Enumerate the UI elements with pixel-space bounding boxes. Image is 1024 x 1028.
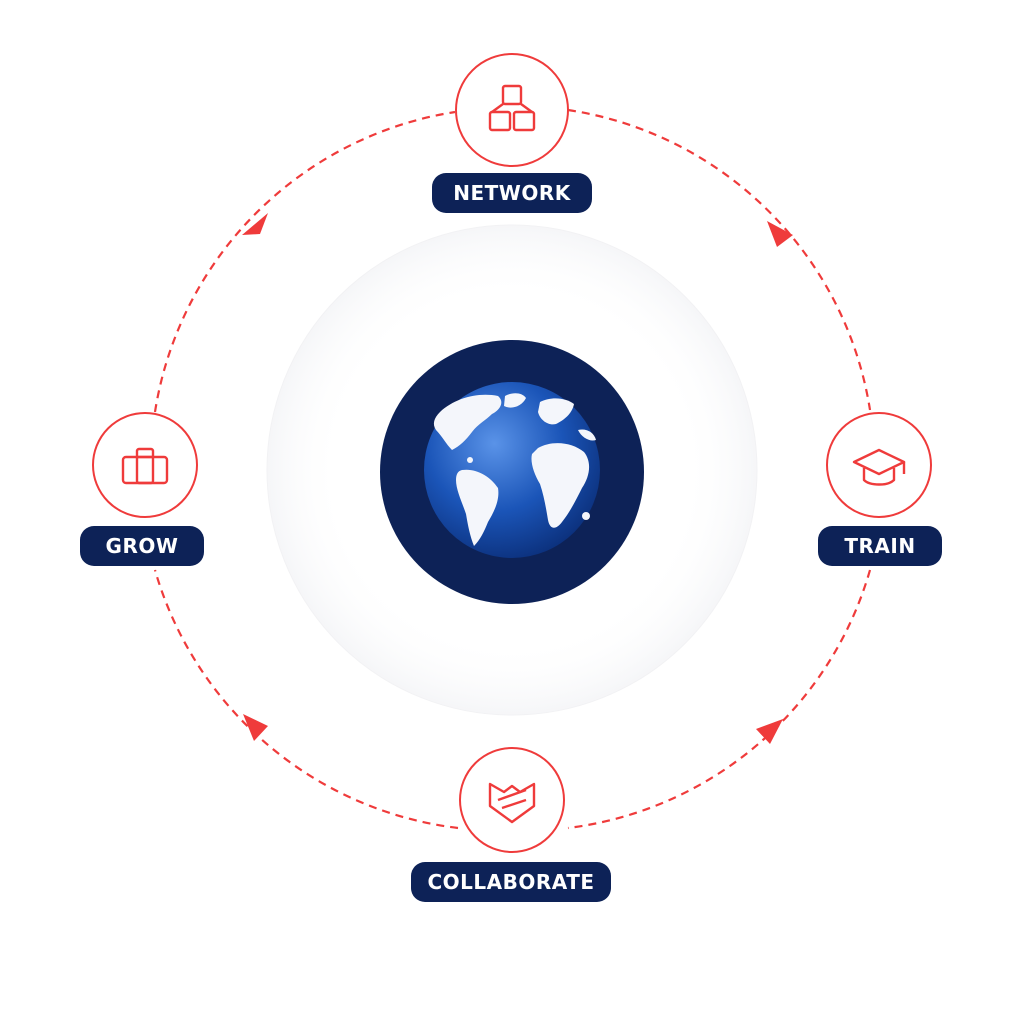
label-collaborate: COLLABORATE	[411, 862, 611, 902]
label-train: TRAIN	[818, 526, 942, 566]
arc-collaborate-to-grow	[153, 569, 459, 830]
arrowheads	[242, 213, 793, 744]
graduation-cap-icon	[852, 448, 906, 486]
label-grow: GROW	[80, 526, 204, 566]
cycle-path	[153, 108, 872, 830]
node-grow-ring	[92, 412, 198, 518]
handshake-icon	[488, 782, 536, 824]
globe-icon	[380, 340, 644, 604]
label-network: NETWORK	[432, 173, 592, 213]
arrow-up-left	[243, 714, 268, 741]
node-train-ring	[826, 412, 932, 518]
arrow-up-right	[242, 213, 268, 235]
arc-network-to-train	[567, 108, 872, 411]
arc-grow-to-network	[153, 110, 456, 413]
building-blocks-icon	[488, 84, 536, 132]
briefcase-icon	[121, 447, 169, 485]
node-grow	[92, 412, 198, 518]
node-network-ring	[455, 53, 569, 167]
arrow-down-left	[756, 719, 783, 744]
node-network	[455, 53, 569, 167]
arc-train-to-collaborate	[567, 569, 872, 830]
node-collaborate	[459, 747, 565, 853]
node-train	[826, 412, 932, 518]
node-collaborate-ring	[459, 747, 565, 853]
arrow-down-right	[767, 221, 793, 247]
